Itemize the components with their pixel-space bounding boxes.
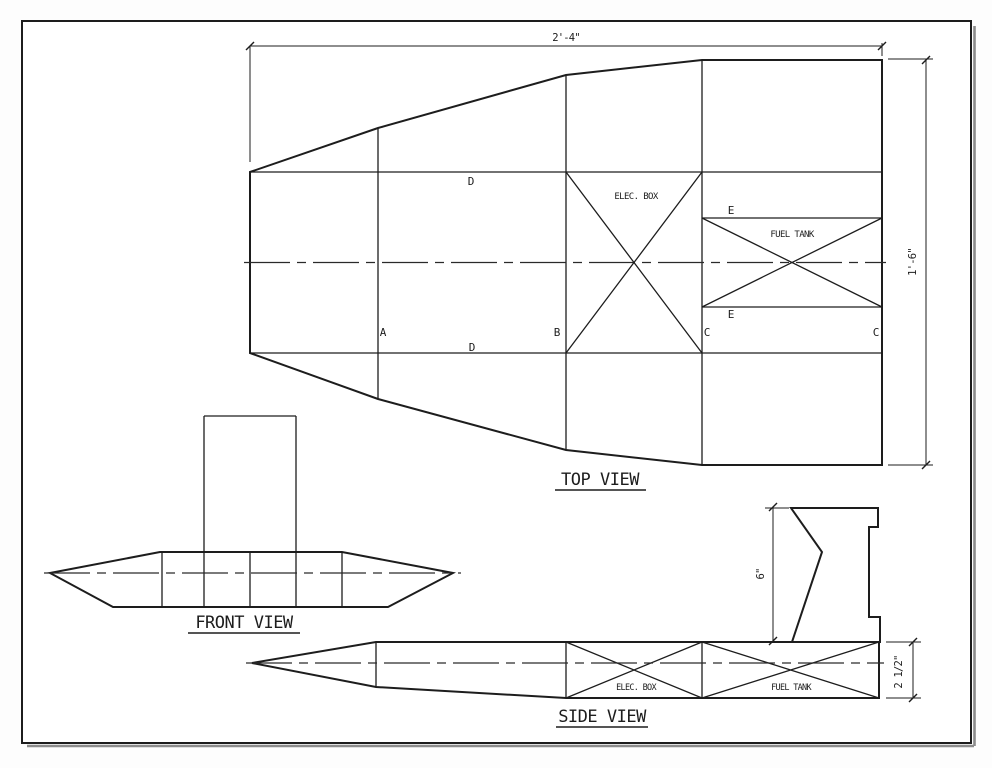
side-elec-box-label: ELEC. BOX (616, 683, 657, 693)
front-view-frame-lines (161, 552, 343, 607)
tank-e-lower-label: E (728, 308, 735, 321)
height-dim-tick-top (921, 55, 931, 65)
width-dim-tick-left (245, 41, 255, 51)
bracket-dim-tick-top (768, 502, 778, 512)
side-fuel-tank-label: FUEL TANK (771, 683, 812, 693)
bracket-height-dim-text: 6" (755, 568, 767, 579)
top-view-hull-outline (249, 59, 883, 466)
side-fuel-tank-cross (701, 641, 880, 699)
front-view: FRONT VIEW (44, 415, 461, 634)
sheet-shadow (27, 26, 976, 748)
width-dim-text: 2'-4" (552, 32, 580, 44)
elec-box-plan: ELEC. BOX (565, 171, 703, 354)
tank-e-upper-label: E (728, 204, 735, 217)
front-view-title-text: FRONT VIEW (195, 613, 294, 633)
bracket-dim-tick-bottom (768, 636, 778, 646)
fuel-tank-edges (702, 217, 882, 308)
station-c-right-label: C (873, 326, 880, 339)
motor-bracket-outline (789, 507, 881, 643)
side-view-title: SIDE VIEW (556, 707, 648, 728)
station-a-label: A (380, 326, 387, 339)
deck-d-upper-label: D (468, 175, 475, 188)
top-view-height-dimension: 1'-6" (888, 55, 933, 470)
width-dim-tick-right (877, 41, 887, 51)
elec-box-cross (565, 171, 703, 354)
side-view: ELEC. BOX FUEL TANK 6" 2 1/2" SIDE VIEW (246, 502, 921, 728)
side-view-title-text: SIDE VIEW (558, 707, 647, 727)
height-dim-text: 1'-6" (907, 248, 919, 276)
sheet-frame (21, 20, 972, 744)
fuel-tank-plan-label: FUEL TANK (770, 230, 815, 240)
depth-dim-tick-top (908, 637, 918, 647)
station-c-left-label: C (704, 326, 711, 339)
sheet-border (21, 20, 976, 748)
fuel-tank-plan: FUEL TANK E E (701, 204, 883, 321)
elec-box-plan-label: ELEC. BOX (614, 192, 659, 202)
top-view-width-dimension: 2'-4" (245, 32, 887, 162)
front-view-hull-outline (47, 551, 457, 608)
side-view-frame-lines (375, 642, 703, 698)
bracket-height-dimension: 6" (755, 502, 789, 646)
front-view-title: FRONT VIEW (188, 613, 300, 634)
top-view-title: TOP VIEW (555, 470, 646, 491)
hull-depth-dimension: 2 1/2" (886, 637, 921, 703)
hull-depth-dim-text: 2 1/2" (893, 655, 905, 688)
top-view: ELEC. BOX FUEL TANK E E A B C C D D 2'-4… (244, 32, 933, 491)
top-view-title-text: TOP VIEW (561, 470, 640, 490)
depth-dim-tick-bottom (908, 693, 918, 703)
deck-d-lower-label: D (469, 341, 476, 354)
front-view-bracket-sides (203, 415, 297, 607)
station-b-label: B (554, 326, 561, 339)
fuel-tank-cross (701, 217, 883, 308)
height-dim-tick-bottom (921, 460, 931, 470)
side-elec-box-cross (565, 641, 703, 699)
